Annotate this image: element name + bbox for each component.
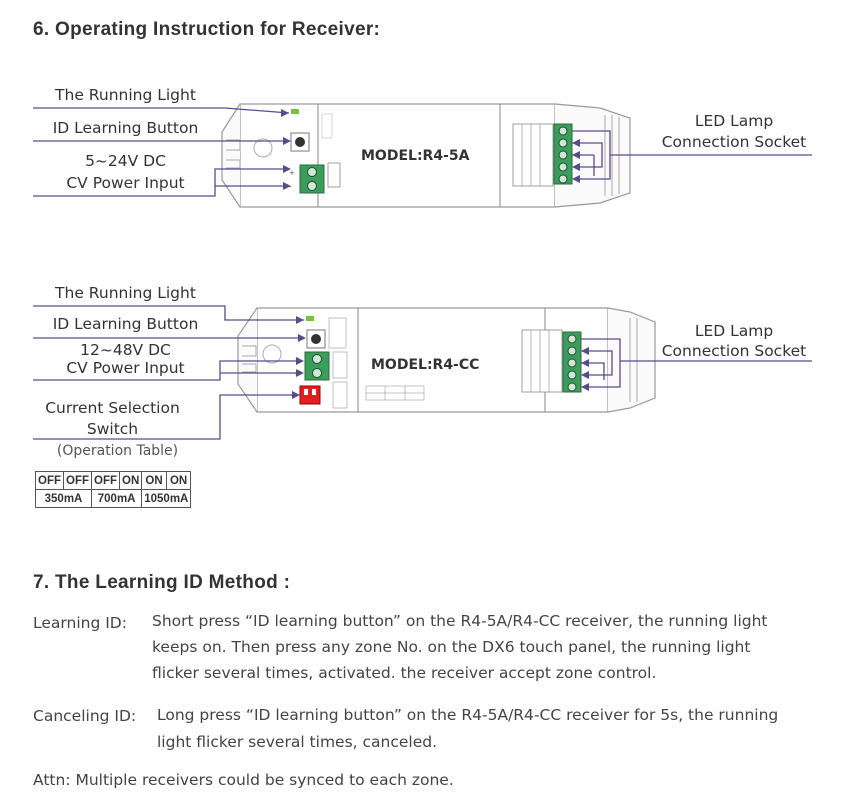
id-learning-button-2[interactable] [311,334,321,344]
operation-table-switch-row: OFF OFF OFF ON ON ON [35,471,192,490]
section-7-heading: 7. The Learning ID Method : [33,572,291,593]
running-light-led [291,109,299,114]
current-cell: 700mA [90,489,143,508]
learning-id-line-1: Short press “ID learning button” on the … [152,612,768,630]
label-id-learning-1: ID Learning Button [52,119,199,137]
receiver-2-model: MODEL:R4-CC [371,357,479,373]
label-led-1-line1: LED Lamp [694,112,774,130]
learning-id-line-2: keeps on. Then press any zone No. on the… [152,638,751,656]
label-power-2-line1: 12~48V DC [80,341,171,359]
label-operation-table: (Operation Table) [56,443,179,459]
switch-cell: ON [141,471,167,490]
label-power-1-line1: 5~24V DC [85,152,166,170]
label-running-light-2: The Running Light [55,284,196,302]
current-cell: 350mA [35,489,92,508]
current-cell: 1050mA [141,489,192,508]
switch-cell: OFF [91,471,120,490]
canceling-id-line-1: Long press “ID learning button” on the R… [157,706,779,724]
receiver-r4-5a-diagram: + - MODEL:R4-5A [33,103,812,208]
svg-text:-: - [289,183,292,191]
svg-text:+: + [289,169,295,177]
label-power-1-line2: CV Power Input [66,174,185,192]
label-current-line2: Switch [86,420,139,438]
operation-table: OFF OFF OFF ON ON ON 350mA 700mA 1050mA [35,471,192,508]
label-id-learning-2: ID Learning Button [52,315,199,333]
label-led-1-line2: Connection Socket [661,133,807,151]
switch-cell: ON [118,471,143,490]
canceling-id-line-2: light flicker several times, canceled. [157,733,438,751]
canceling-id-label: Canceling ID: [33,707,137,725]
switch-cell: ON [165,471,192,490]
label-running-light-1: The Running Light [55,86,196,104]
receiver-r4-cc-diagram: + - MODEL:R4-CC [33,305,812,440]
label-power-2-line2: CV Power Input [66,359,185,377]
label-led-2-line2: Connection Socket [661,342,807,360]
running-light-led-2 [306,316,314,321]
label-current-line1: Current Selection [45,399,180,417]
section-6-heading: 6. Operating Instruction for Receiver: [33,19,381,40]
id-learning-button[interactable] [295,137,305,147]
current-selection-switch[interactable] [299,385,321,405]
operation-table-current-row: 350mA 700mA 1050mA [35,489,192,508]
learning-id-line-3: flicker several times, activated. the re… [152,664,657,682]
switch-cell: OFF [63,471,92,490]
attn-note: Attn: Multiple receivers could be synced… [33,771,454,789]
receiver-1-model: MODEL:R4-5A [361,148,470,164]
learning-id-label: Learning ID: [33,614,127,632]
switch-cell: OFF [35,471,64,490]
label-led-2-line1: LED Lamp [694,322,774,340]
